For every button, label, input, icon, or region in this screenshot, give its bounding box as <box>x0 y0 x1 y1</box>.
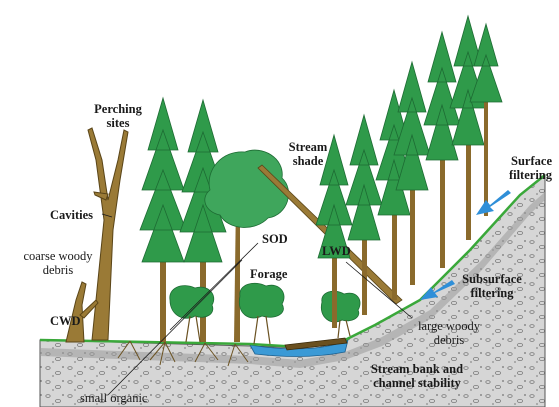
snag <box>88 128 128 340</box>
label-subsurface-filtering: Subsurface filtering <box>448 273 536 300</box>
label-surface-filtering: Surface filtering <box>488 155 552 182</box>
label-perching-sites: Perching sites <box>78 103 158 130</box>
shrub-left <box>170 286 214 342</box>
label-large-woody-debris: large woody debris <box>404 320 494 347</box>
label-small-organic: small organic <box>80 392 147 406</box>
label-lwd: LWD <box>322 245 351 259</box>
label-coarse-woody-debris: coarse woody debris <box>10 250 106 277</box>
shrub-middle <box>239 283 284 344</box>
shrub-bank <box>321 291 360 338</box>
label-stream-shade: Stream shade <box>278 141 338 168</box>
label-cwd: CWD <box>50 315 81 329</box>
label-stream-bank: Stream bank and channel stability <box>358 363 476 390</box>
label-forage: Forage <box>250 268 287 282</box>
label-cavities: Cavities <box>50 209 93 223</box>
conifer-right-5 <box>424 32 460 268</box>
label-sod: SOD <box>262 233 288 247</box>
